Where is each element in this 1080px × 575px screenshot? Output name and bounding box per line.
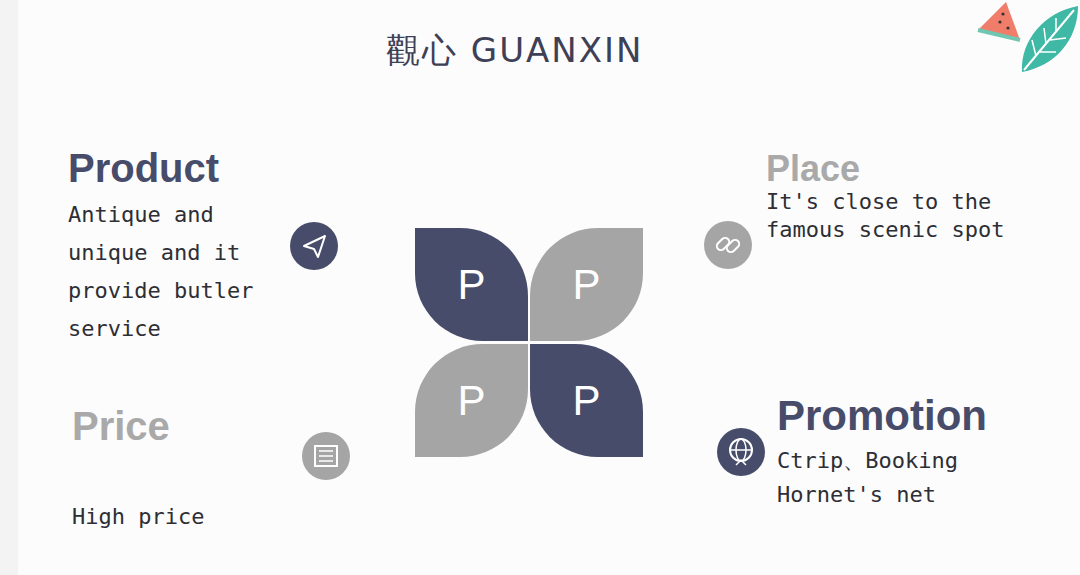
- petal-shape: P: [530, 228, 643, 341]
- section-note: High price: [72, 498, 302, 536]
- place-icon: [704, 221, 752, 269]
- side-strip: [0, 0, 18, 575]
- petal-shape: P: [530, 344, 643, 457]
- diagram-title: 觀心 GUANXIN: [386, 28, 644, 74]
- section-heading: Promotion: [777, 392, 987, 440]
- promotion-icon: [717, 428, 765, 476]
- petal-letter: P: [415, 344, 528, 457]
- section-note: Ctrip、Booking Hornet's net: [777, 444, 1027, 512]
- watermelon-slice: [978, 2, 1020, 40]
- product-icon: [290, 222, 338, 270]
- section-note: It's close to the famous scenic spot: [766, 188, 1026, 244]
- petal-shape: P: [415, 344, 528, 457]
- price-icon: [302, 432, 350, 480]
- petal-shape: P: [415, 228, 528, 341]
- section-heading: Price: [72, 404, 170, 449]
- petal-letter: P: [530, 344, 643, 457]
- petal-letter: P: [415, 228, 528, 341]
- section-heading: Product: [68, 146, 219, 191]
- leaf: [1022, 6, 1078, 72]
- section-note: Antique and unique and it provide butler…: [68, 196, 283, 348]
- section-heading: Place: [766, 148, 860, 190]
- petal-letter: P: [530, 228, 643, 341]
